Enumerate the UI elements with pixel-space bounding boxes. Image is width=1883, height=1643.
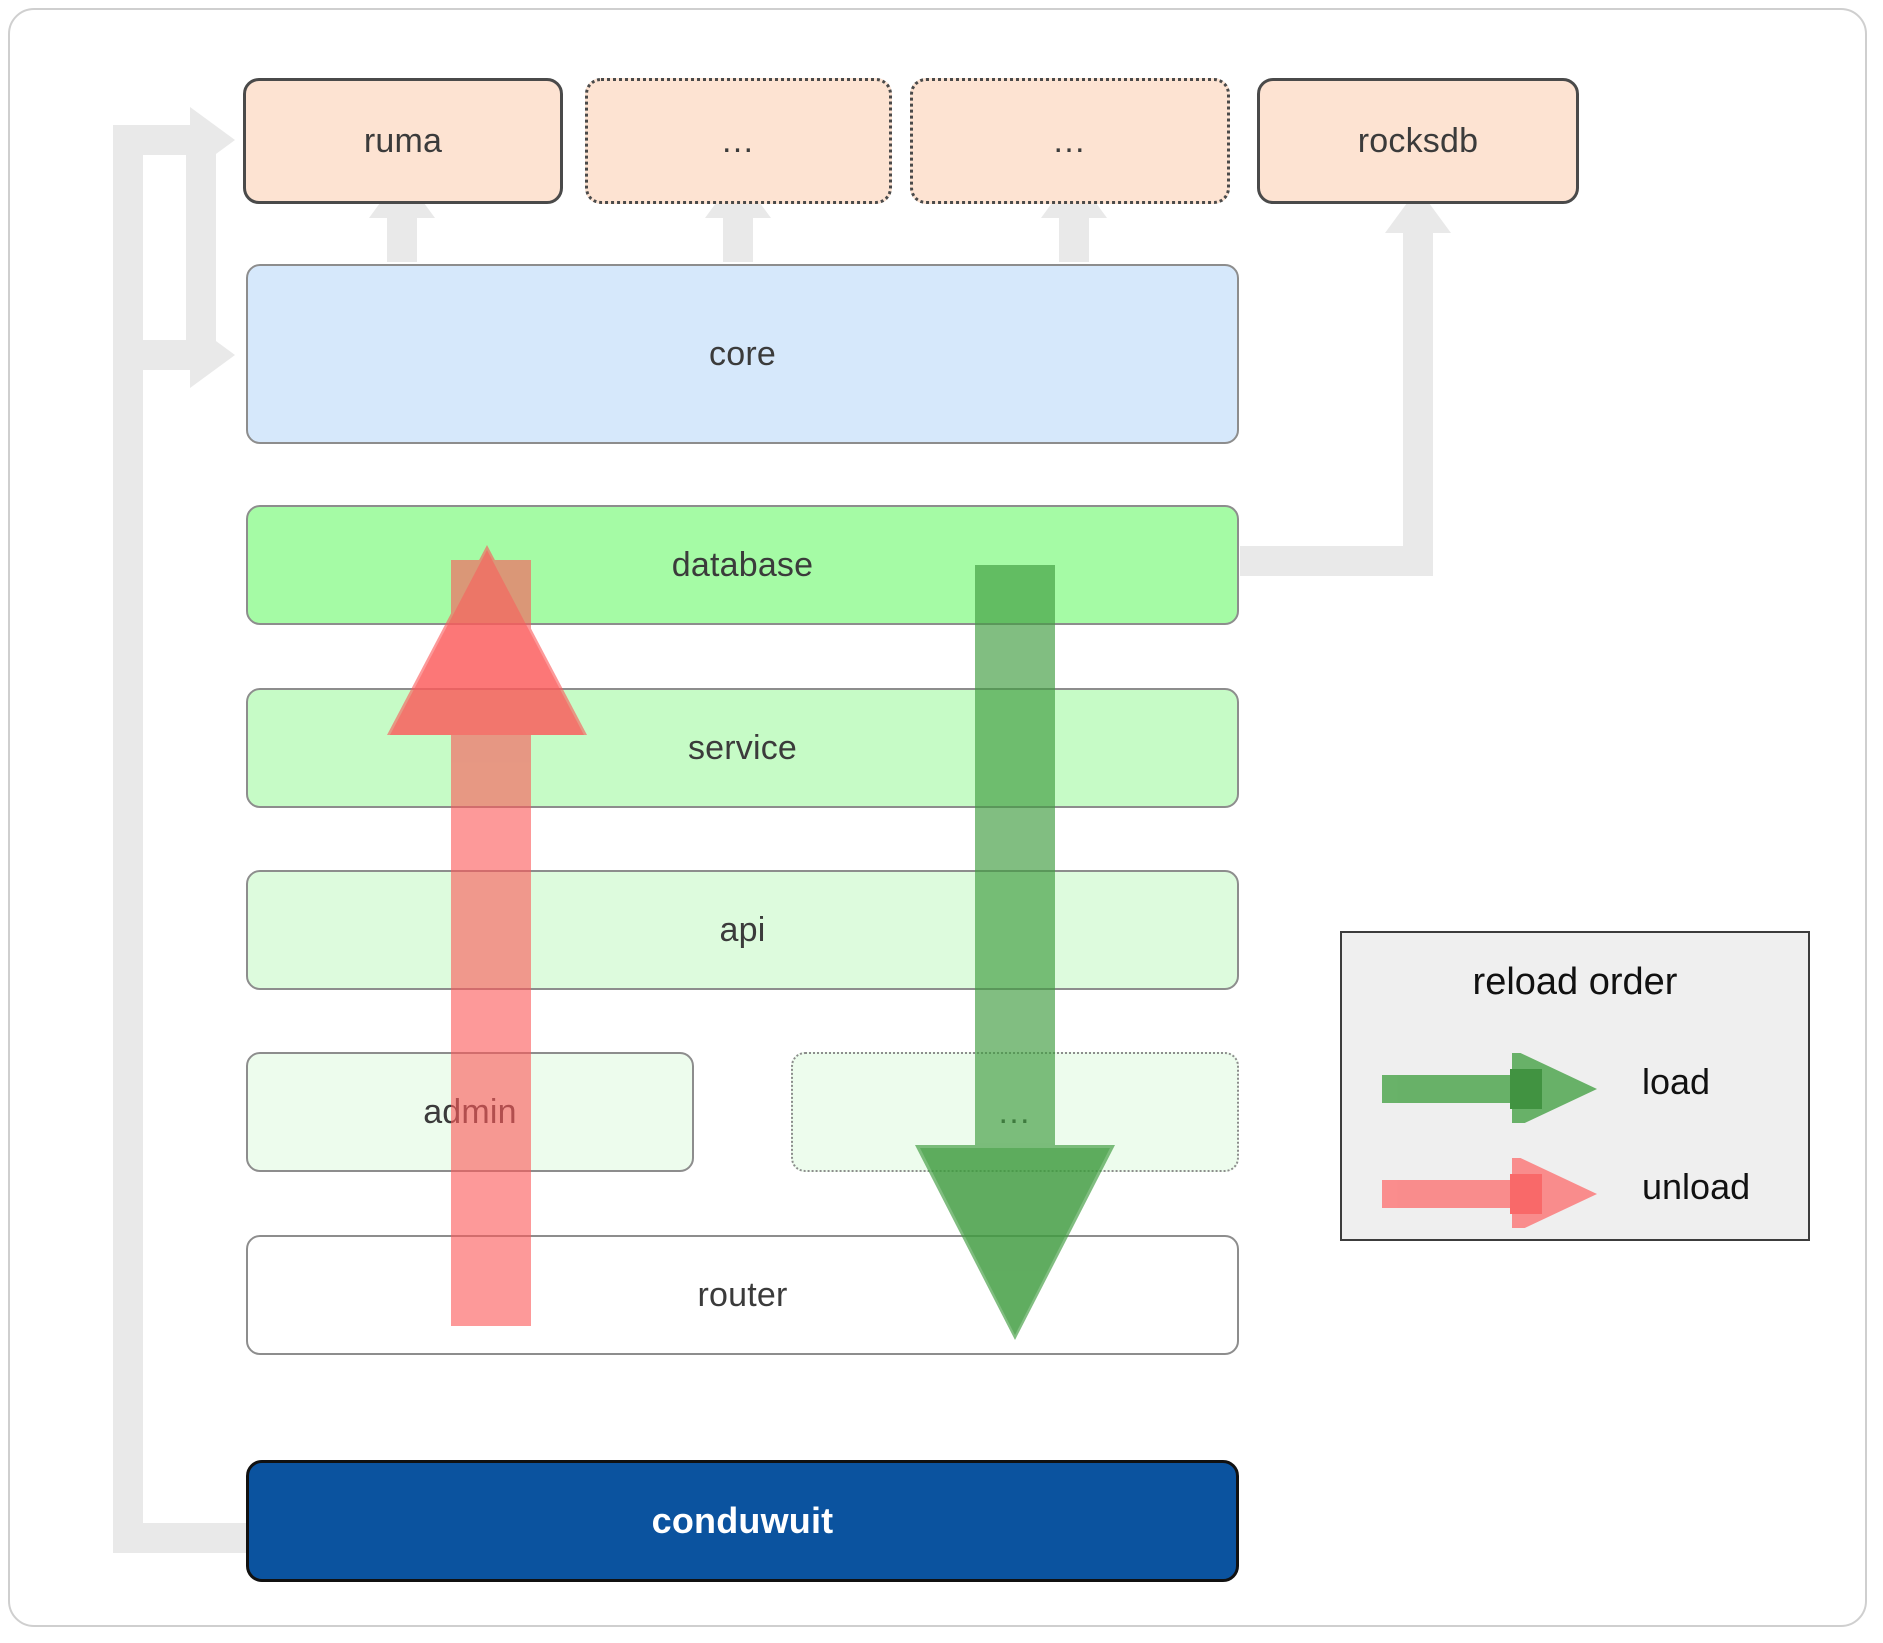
legend-label-load: load [1642, 1061, 1711, 1102]
dependency-box-dots-2[interactable]: … [910, 78, 1230, 204]
dependency-box-rocksdb[interactable]: rocksdb [1257, 78, 1579, 204]
load-flow-arrow-head [920, 1148, 1110, 1335]
legend-title: reload order [1472, 961, 1678, 1003]
layer-label-router: router [697, 1275, 788, 1314]
dependency-label-rocksdb: rocksdb [1357, 121, 1479, 160]
dependency-label-dots-2: … [1052, 121, 1088, 160]
connector-conduwuit-trunk [113, 1523, 250, 1553]
legend-load-right-arrow-icon [1382, 1053, 1597, 1123]
dependency-label-dots-1: … [720, 121, 757, 160]
legend-row-unload: unload [1342, 1158, 1808, 1228]
layer-box-router[interactable]: router [246, 1235, 1239, 1355]
legend-label-unload: unload [1642, 1166, 1751, 1207]
layer-label-database: database [671, 545, 814, 584]
layer-label-core: core [709, 334, 776, 373]
layer-box-core[interactable]: core [246, 264, 1239, 444]
layer-label-api: api [719, 910, 766, 949]
application-label-conduwuit: conduwuit [651, 1500, 834, 1541]
dependency-label-ruma: ruma [363, 121, 443, 160]
layer-box-api[interactable]: api [246, 870, 1239, 990]
legend-panel: reload order load unload [1340, 931, 1810, 1241]
connector-database-to-rocksdb [1240, 546, 1418, 576]
dependency-box-dots-1[interactable]: … [585, 78, 892, 204]
layer-label-service: service [687, 728, 798, 767]
unload-flow-arrow-head [390, 550, 584, 735]
legend-unload-right-arrow-icon [1382, 1158, 1597, 1228]
layer-box-database[interactable]: database [246, 505, 1239, 625]
application-box-conduwuit[interactable]: conduwuit [246, 1460, 1239, 1582]
legend-row-load: load [1342, 1053, 1808, 1123]
dependency-box-ruma[interactable]: ruma [243, 78, 563, 204]
